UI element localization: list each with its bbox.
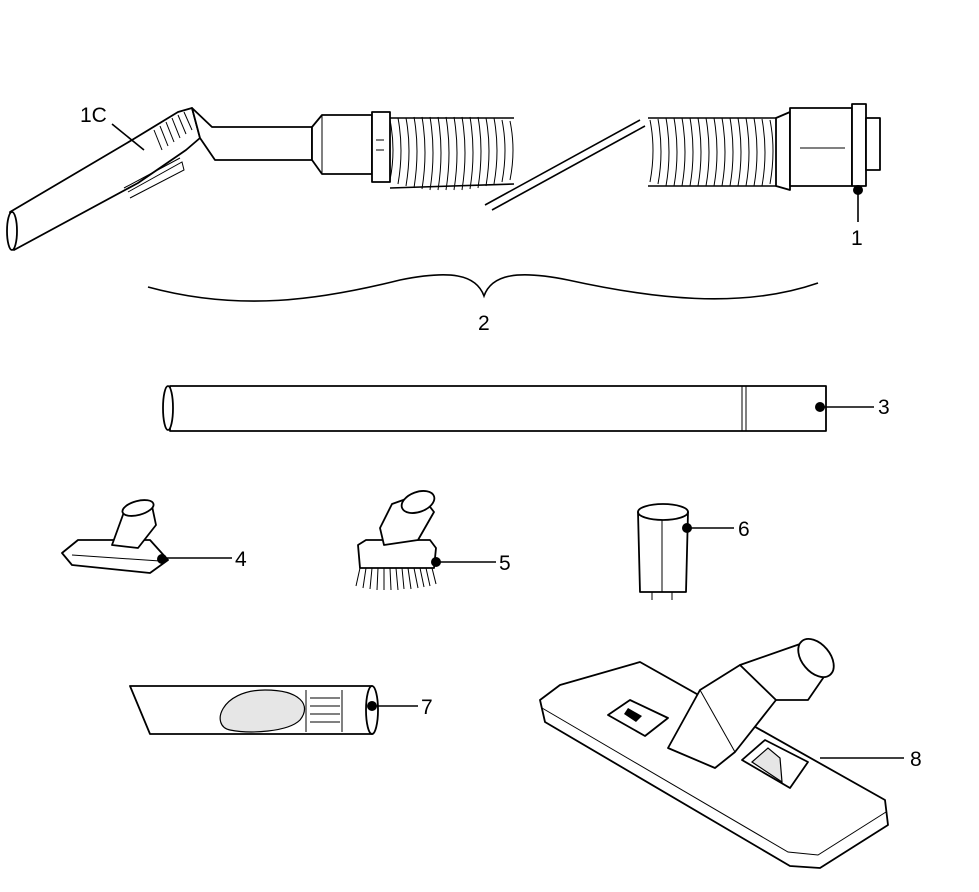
dusting-brush xyxy=(355,490,441,591)
floor-tool xyxy=(539,637,889,869)
label-6: 6 xyxy=(738,518,750,541)
label-7: 7 xyxy=(421,696,433,719)
adapter xyxy=(637,503,692,600)
hose-assembly xyxy=(6,103,881,251)
label-8: 8 xyxy=(910,748,922,771)
extension-wand xyxy=(162,385,827,432)
upholstery-tool xyxy=(61,499,169,574)
label-1: 1 xyxy=(851,227,863,250)
hose-bracket xyxy=(147,274,819,302)
leader-lines xyxy=(111,123,904,759)
crevice-tool xyxy=(129,685,379,735)
label-2: 2 xyxy=(478,312,490,335)
label-1c: 1C xyxy=(80,104,107,127)
label-3: 3 xyxy=(878,396,890,419)
label-5: 5 xyxy=(499,552,511,575)
label-4: 4 xyxy=(235,548,247,571)
